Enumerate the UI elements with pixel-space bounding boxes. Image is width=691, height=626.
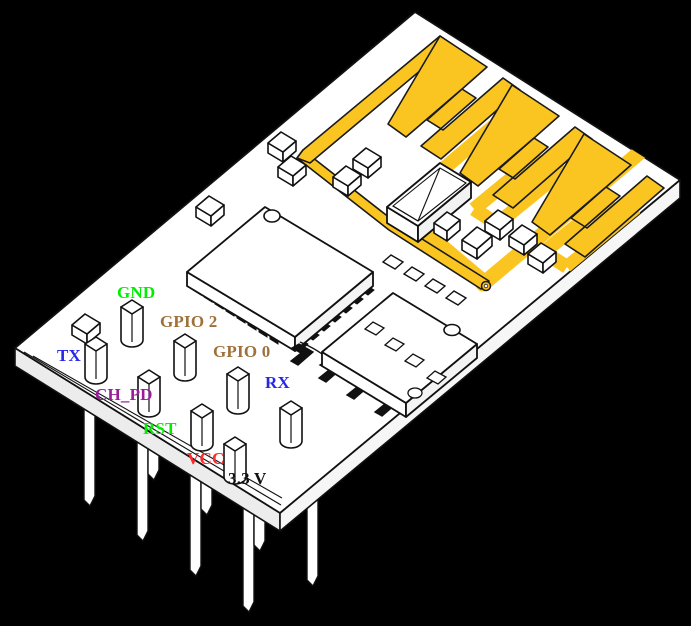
header-pin-rx — [279, 400, 303, 449]
header-pin-rst — [190, 403, 214, 452]
smd-resistor — [508, 224, 538, 256]
smd-resistor — [267, 131, 297, 163]
smd-resistor — [484, 209, 514, 241]
pin-label-rx: RX — [265, 373, 290, 392]
flash-pin1-marker — [443, 323, 461, 337]
smd-capacitor — [527, 242, 557, 274]
pin-label-tx: TX — [57, 346, 82, 365]
pcb-assembly — [14, 11, 681, 613]
smd-resistor — [433, 211, 461, 242]
pin-label-voltage: 3.3 V — [228, 469, 267, 488]
pin-label-gpio0: GPIO 0 — [213, 342, 271, 361]
smd-capacitor — [195, 195, 225, 227]
header-pin-vcc — [223, 436, 247, 485]
pin-label-gpio2: GPIO 2 — [160, 312, 218, 331]
header-pin-gnd — [120, 299, 144, 348]
smd-resistor — [277, 155, 307, 187]
smd-capacitor — [461, 226, 493, 260]
smd-capacitor — [332, 165, 362, 197]
pin-header-2x4 — [84, 299, 303, 485]
test-pads — [363, 321, 448, 399]
header-pin-tx — [84, 336, 108, 385]
smd-components — [71, 131, 557, 345]
smd-resistor — [352, 147, 382, 179]
antenna-via-hole — [483, 283, 489, 289]
pin-label-gnd: GND — [117, 283, 156, 302]
header-pin-gpio2 — [173, 333, 197, 382]
pin-label-vcc: VCC — [187, 449, 225, 468]
header-pin-gpio0 — [226, 366, 250, 415]
header-pin-chpd — [137, 369, 161, 418]
flash-trace — [299, 341, 323, 355]
mcu-pin1-marker — [263, 209, 281, 223]
esp8266-soc — [186, 206, 375, 352]
pin-label-chpd: CH_PD — [95, 385, 153, 404]
crystal-oscillator — [386, 162, 472, 243]
pin-label-rst: RST — [143, 419, 177, 438]
